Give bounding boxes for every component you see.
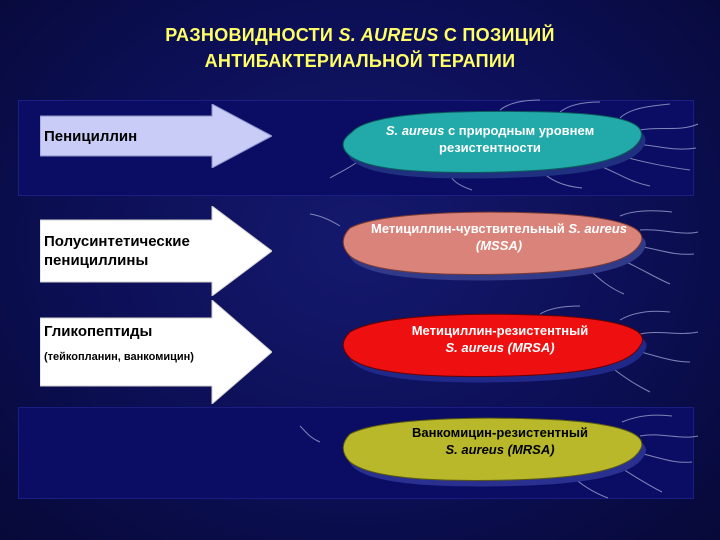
- bacterium-shape: [342, 305, 699, 393]
- bacterium-shape: [309, 210, 699, 295]
- arrow-label-penicillin: Пенициллин: [44, 128, 138, 145]
- bacterium-mssa: Метициллин-чувствительный S. aureus(MSSA…: [300, 206, 700, 296]
- arrow-sublabel-glycopeptides: (тейкопланин, ванкомицин): [44, 351, 194, 363]
- bacterium-natural: S. aureus с природным уровнем резистентн…: [300, 99, 700, 191]
- bacterium-natural-label: S. aureus с природным уровнем резистентн…: [385, 123, 595, 155]
- arrow-penicillin: Пенициллин: [40, 104, 272, 168]
- title-suffix: С ПОЗИЦИЙ: [438, 25, 555, 45]
- title-line-2: АНТИБАКТЕРИАЛЬНОЙ ТЕРАПИИ: [204, 51, 516, 71]
- bacterium-shape: [329, 99, 699, 191]
- arrow-shape: [40, 300, 272, 404]
- arrow-shape: [40, 206, 272, 296]
- bacterium-mssa-label: Метициллин-чувствительный S. aureus(MSSA…: [371, 221, 627, 253]
- arrow-label-glycopeptides: Гликопептиды: [44, 323, 153, 340]
- title-italic: S. AUREUS: [338, 25, 439, 45]
- slide-title: РАЗНОВИДНОСТИ S. AUREUS С ПОЗИЦИЙ АНТИБА…: [0, 22, 720, 74]
- arrow-label-semisynthetic: Полусинтетические пенициллины: [44, 233, 190, 269]
- bacterium-shape: [299, 414, 699, 499]
- title-line-1: РАЗНОВИДНОСТИ S. AUREUS С ПОЗИЦИЙ: [0, 22, 720, 48]
- title-prefix: РАЗНОВИДНОСТИ: [165, 25, 339, 45]
- arrow-semisynthetic: Полусинтетические пенициллины: [40, 206, 272, 296]
- arrow-shape: [40, 104, 272, 168]
- arrow-glycopeptides: Гликопептиды (тейкопланин, ванкомицин): [40, 300, 272, 404]
